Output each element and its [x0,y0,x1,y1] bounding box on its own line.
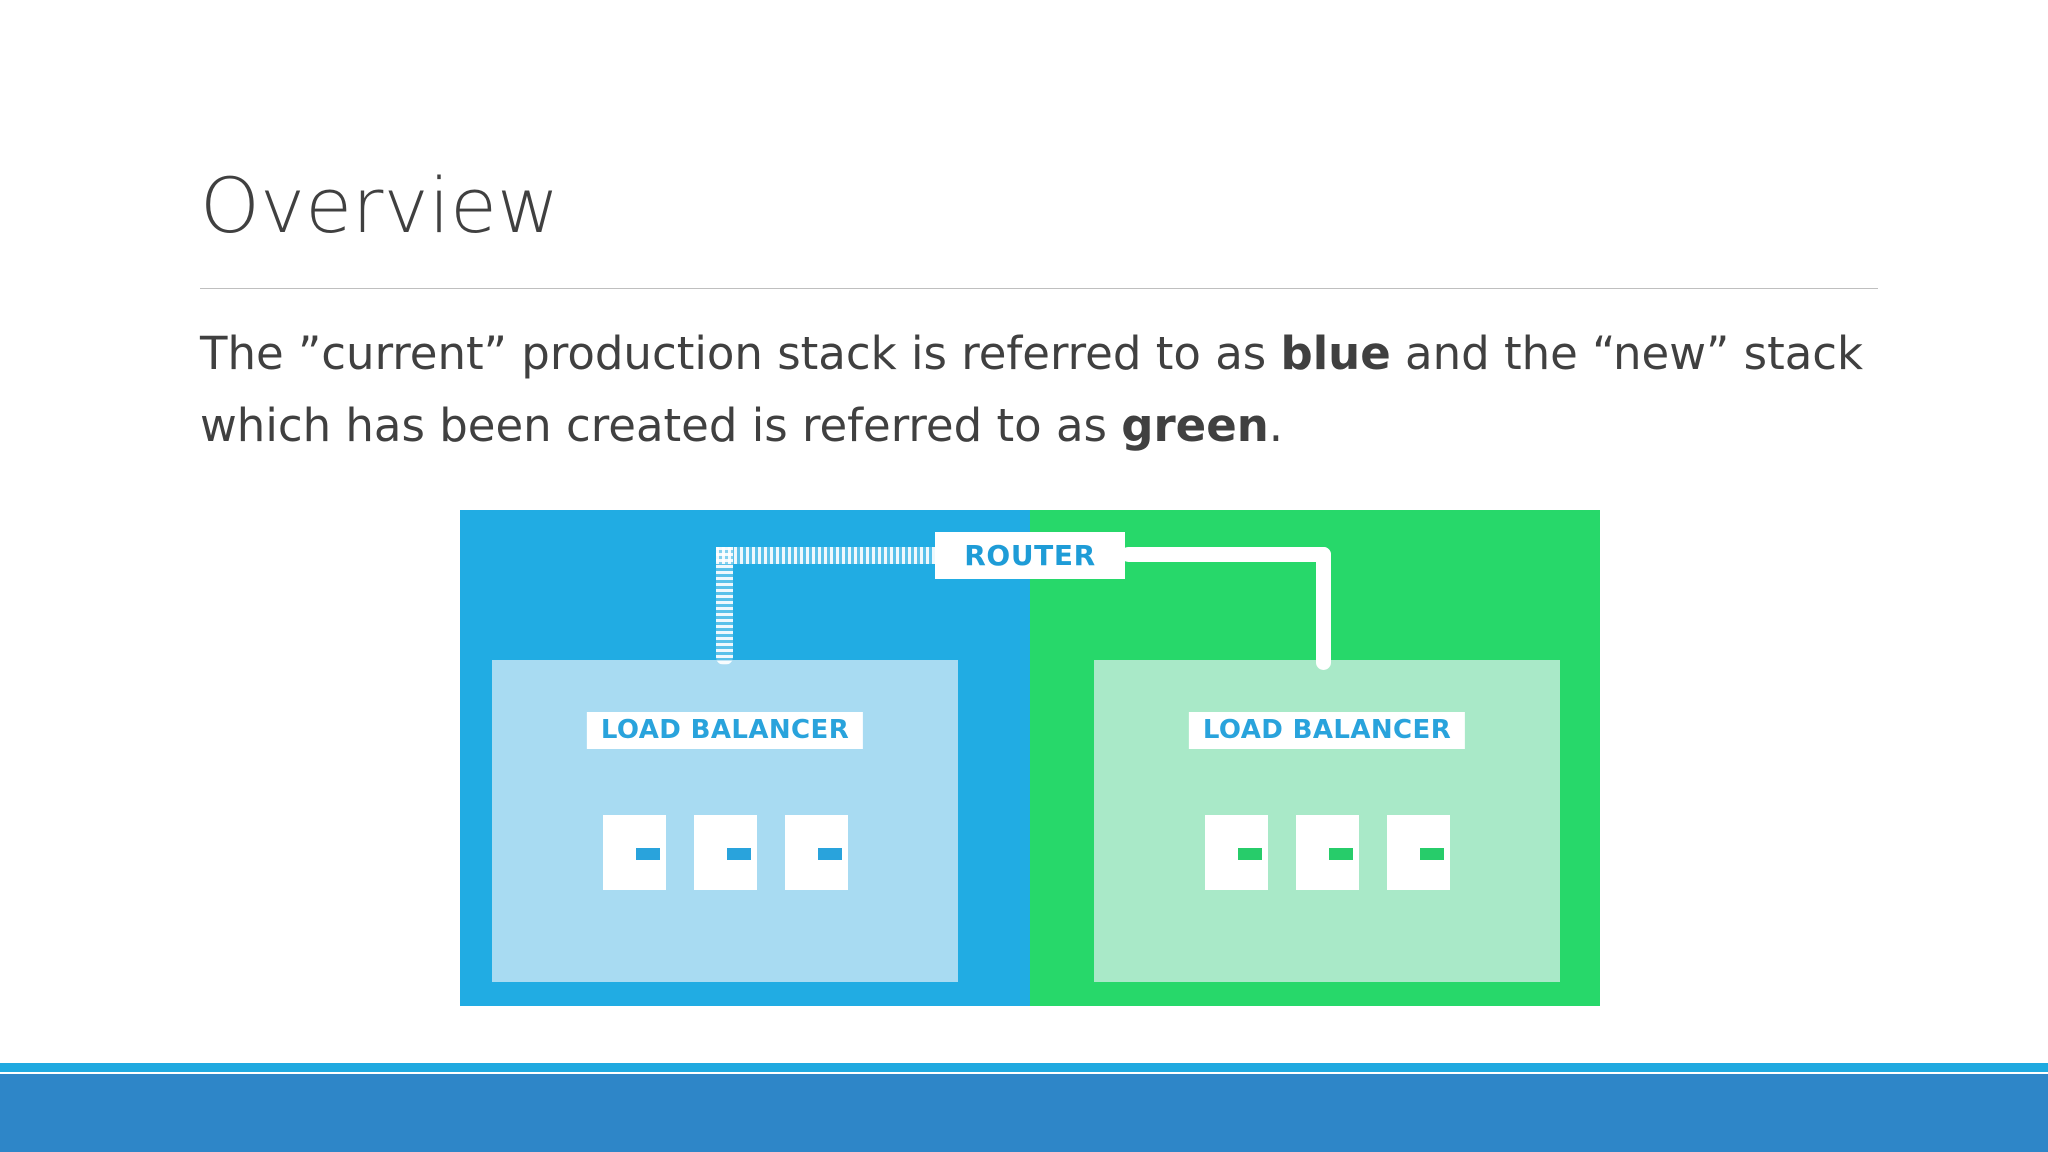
server-status-bar-icon [635,848,660,860]
router-to-blue-connector-vertical [716,547,733,665]
router-to-green-connector-vertical [1316,547,1331,670]
green-server-node [1204,815,1268,890]
body-emphasis-blue: blue [1280,327,1391,380]
blue-server-node [602,815,666,890]
server-status-bar-icon [1237,848,1262,860]
blue-green-deployment-diagram: ROUTER LOAD BALANCER LOAD BALANCER [460,510,1600,1006]
green-inner-stack: LOAD BALANCER [1094,660,1560,982]
router-node: ROUTER [935,532,1125,579]
blue-server-node [693,815,757,890]
body-paragraph: The ”current” production stack is referr… [200,318,1900,462]
server-status-bar-icon [817,848,842,860]
green-server-node [1295,815,1359,890]
body-emphasis-green: green [1121,399,1269,452]
page-title: Overview [200,161,560,250]
footer-bar [0,1074,2048,1152]
green-server-node [1386,815,1450,890]
green-load-balancer-label: LOAD BALANCER [1188,712,1466,749]
blue-server-row [492,815,958,890]
body-text-part-2: and the “new” stack which has been creat… [200,327,1864,452]
green-server-row [1094,815,1560,890]
footer-accent-strip [0,1063,2048,1072]
router-label: ROUTER [964,538,1096,572]
blue-load-balancer-label: LOAD BALANCER [586,712,864,749]
server-status-bar-icon [1419,848,1444,860]
body-text-part-3: . [1268,399,1284,452]
router-to-blue-connector-horizontal [716,547,938,564]
blue-inner-stack: LOAD BALANCER [492,660,958,982]
server-status-bar-icon [1328,848,1353,860]
body-text-part-1: The ”current” production stack is referr… [200,327,1281,380]
title-divider [200,288,1878,289]
router-to-green-connector-horizontal [1121,547,1331,562]
blue-server-node [784,815,848,890]
server-status-bar-icon [726,848,751,860]
